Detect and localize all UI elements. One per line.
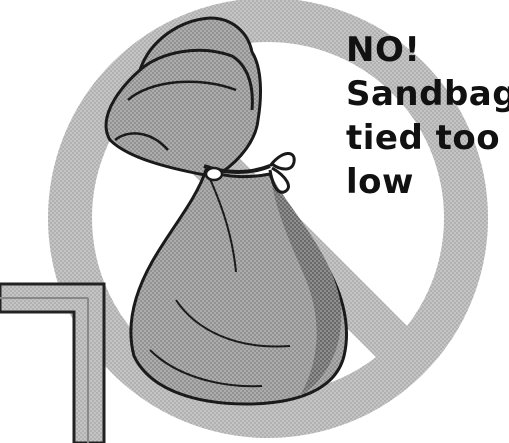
wall-ledge — [0, 284, 104, 443]
warning-caption: NO! Sandbag tied too low — [346, 28, 509, 204]
sandbag-icon — [106, 18, 346, 404]
caption-line-1: NO! — [346, 28, 509, 72]
caption-line-3: tied too — [346, 116, 509, 160]
caption-line-4: low — [346, 160, 509, 204]
caption-line-2: Sandbag — [346, 72, 509, 116]
